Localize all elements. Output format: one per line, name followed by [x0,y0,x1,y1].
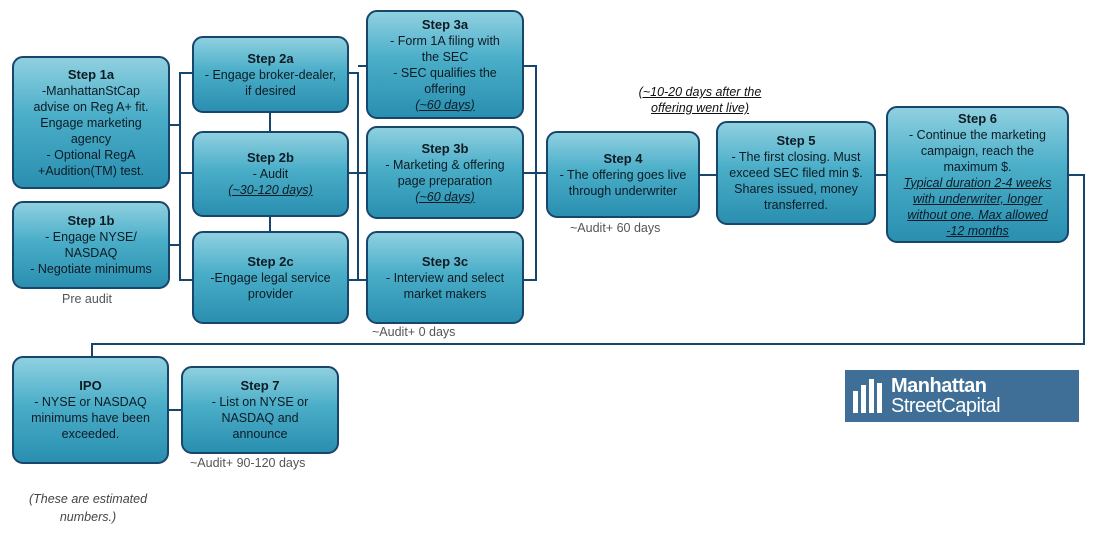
step-text: maximum $. [943,159,1012,174]
audit-plus-0-note: ~Audit+ 0 days [372,325,456,339]
step-text: - The offering goes live [559,167,687,182]
step-text: advise on Reg A+ fit. [33,99,149,114]
step-title: IPO [79,378,102,393]
step-title: Step 3a [421,16,469,32]
step-text: agency [70,131,112,146]
step-2c-box: Step 2c -Engage legal service provider [192,231,349,324]
step-5-box: Step 5 - The first closing. Must exceed … [716,121,876,225]
step-3c-box: Step 3c - Interview and select market ma… [366,231,524,324]
days-after-line: the offering went live) [651,85,762,115]
step-text: - Audit [252,167,289,181]
step-text: - Engage NYSE/ [45,230,137,244]
step-duration: -12 months [946,223,1009,238]
logo-bars-icon [853,379,885,413]
audit-plus-90-note: ~Audit+ 90-120 days [190,456,306,470]
step-text: page preparation [397,173,493,188]
step-text: announce [232,427,288,441]
step-title: Step 1a [67,66,115,82]
step-text: campaign, reach the [920,143,1035,158]
step-text: - Optional RegA [46,147,136,162]
step-title: Step 3c [421,253,469,269]
step-1b-box: Step 1b - Engage NYSE/ NASDAQ - Negotiat… [12,201,170,289]
days-after-line: (~10-20 days after [638,85,741,99]
step-text: transferred. [764,198,828,212]
step-title: Step 6 [957,110,997,126]
audit-plus-60-note: ~Audit+ 60 days [570,221,661,235]
step-7-box: Step 7 - List on NYSE or NASDAQ and anno… [181,366,339,454]
step-duration: (~60 days) [415,189,475,204]
step-text: NASDAQ [64,246,118,260]
step-text: - Engage broker-dealer, [204,67,337,82]
step-text: +Audition(TM) test. [38,163,144,178]
days-after-note: (~10-20 days after the offering went liv… [630,84,770,116]
step-text: exceeded. [61,427,120,441]
step-duration: with underwriter, longer [912,191,1043,206]
step-duration: Typical duration 2-4 weeks [903,175,1052,190]
step-text: provider [247,286,294,301]
estimated-line: numbers.) [59,510,117,524]
logo-line-2: StreetCapital [891,395,1001,417]
step-text: -Engage legal service [210,270,331,285]
step-2a-box: Step 2a - Engage broker-dealer, if desir… [192,36,349,113]
step-1a-box: Step 1a -ManhattanStCap advise on Reg A+… [12,56,170,189]
step-text: - List on NYSE or [211,395,309,409]
logo-line-1: Manhattan [891,375,987,397]
step-text: - SEC qualifies the [393,65,497,80]
ipo-box: IPO - NYSE or NASDAQ minimums have been … [12,356,169,464]
step-text: if desired [245,83,296,98]
manhattan-street-capital-logo: Manhattan StreetCapital [845,370,1079,422]
step-2b-box: Step 2b - Audit (~30-120 days) [192,131,349,217]
estimated-line: (These are estimated [28,492,148,506]
step-6-box: Step 6 - Continue the marketing campaign… [886,106,1069,243]
step-title: Step 3b [421,140,469,156]
step-title: Step 2b [247,150,294,165]
step-text: -ManhattanStCap [42,83,140,98]
step-text: - The first closing. Must [731,150,861,164]
step-title: Step 1b [67,213,115,228]
step-text: offering [424,81,466,96]
step-duration: without one. Max allowed [907,207,1048,222]
step-text: - NYSE or NASDAQ [34,395,147,409]
step-text: market makers [403,286,487,301]
step-text: through underwriter [568,183,678,198]
step-4-box: Step 4 - The offering goes live through … [546,131,700,218]
step-text: minimums have been [31,411,150,425]
step-title: Step 4 [603,150,643,166]
step-title: Step 2c [247,253,294,269]
step-text: Shares issued, money [734,182,858,196]
step-duration: (~30-120 days) [228,183,313,197]
step-text: NASDAQ and [221,411,299,425]
step-text: exceed SEC filed min $. [729,166,863,180]
pre-audit-note: Pre audit [62,292,113,306]
step-title: Step 2a [247,50,294,66]
logo-text: Manhattan StreetCapital [891,375,1001,417]
step-3a-box: Step 3a - Form 1A filing with the SEC - … [366,10,524,119]
step-text: - Form 1A filing with [390,33,500,48]
step-text: - Marketing & offering [385,157,505,172]
step-text: - Negotiate minimums [30,262,152,276]
step-duration: (~60 days) [415,97,475,112]
step-text: Engage marketing [40,115,142,130]
step-text: - Interview and select [385,270,505,285]
step-text: the SEC [421,49,469,64]
step-title: Step 7 [240,378,280,393]
estimated-numbers-note: (These are estimated numbers.) [18,490,158,526]
step-3b-box: Step 3b - Marketing & offering page prep… [366,126,524,219]
step-text: - Continue the marketing [909,127,1046,142]
step-title: Step 5 [776,133,816,148]
